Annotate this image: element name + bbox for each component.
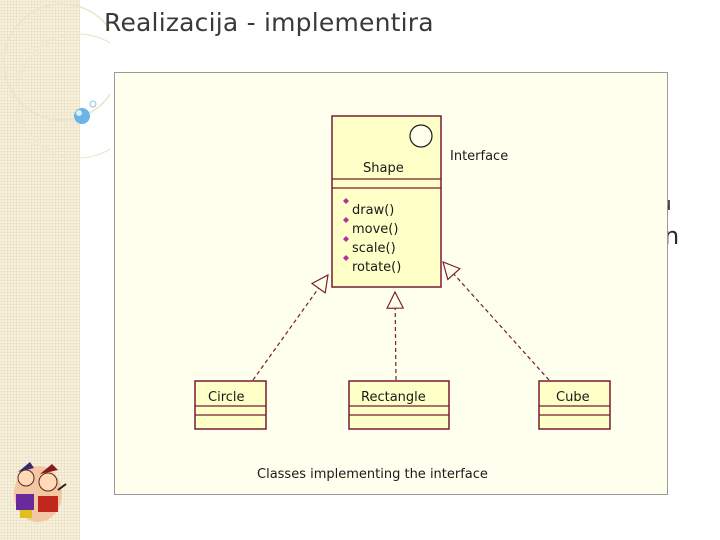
operation-item: scale() [352,241,396,256]
decorative-arc [3,3,110,121]
class-name: Cube [556,390,590,405]
decorative-orb-icon [74,108,90,124]
class-cube-box: Cube [538,380,611,430]
operation-item: rotate() [352,260,401,275]
interface-shape-box: Shape draw() move() scale() rotate() [331,115,442,288]
side-decoration-strip [0,0,80,540]
operation-list: draw() move() scale() rotate() [343,198,401,275]
class-rectangle-box: Rectangle [348,380,450,430]
slide-title: Realizacija - implementira [104,8,434,37]
operation-item: move() [352,222,398,237]
interface-lollipop-icon [409,124,433,148]
clipart-figures-icon [14,462,67,522]
class-name: Circle [208,390,245,405]
decorative-dot [89,100,97,108]
realization-arrow-cube [443,262,550,381]
operation-bullet-icon [343,255,349,261]
interface-stereotype-label: Interface [450,149,508,164]
operation-bullet-icon [343,198,349,204]
operation-bullet-icon [343,236,349,242]
diagram-caption: Classes implementing the interface [257,467,488,482]
uml-diagram-panel: Shape draw() move() scale() rotate() Int… [114,72,668,495]
realization-arrow-circle [252,275,328,381]
decorative-arc [15,33,110,159]
class-name: Rectangle [361,390,426,405]
class-circle-box: Circle [194,380,267,430]
realization-arrow-rectangle [395,292,396,381]
slide-decoration [3,3,110,522]
operation-item: draw() [352,203,394,218]
uml-diagram: Shape draw() move() scale() rotate() Int… [194,115,611,482]
interface-name: Shape [363,161,404,176]
operation-bullet-icon [343,217,349,223]
